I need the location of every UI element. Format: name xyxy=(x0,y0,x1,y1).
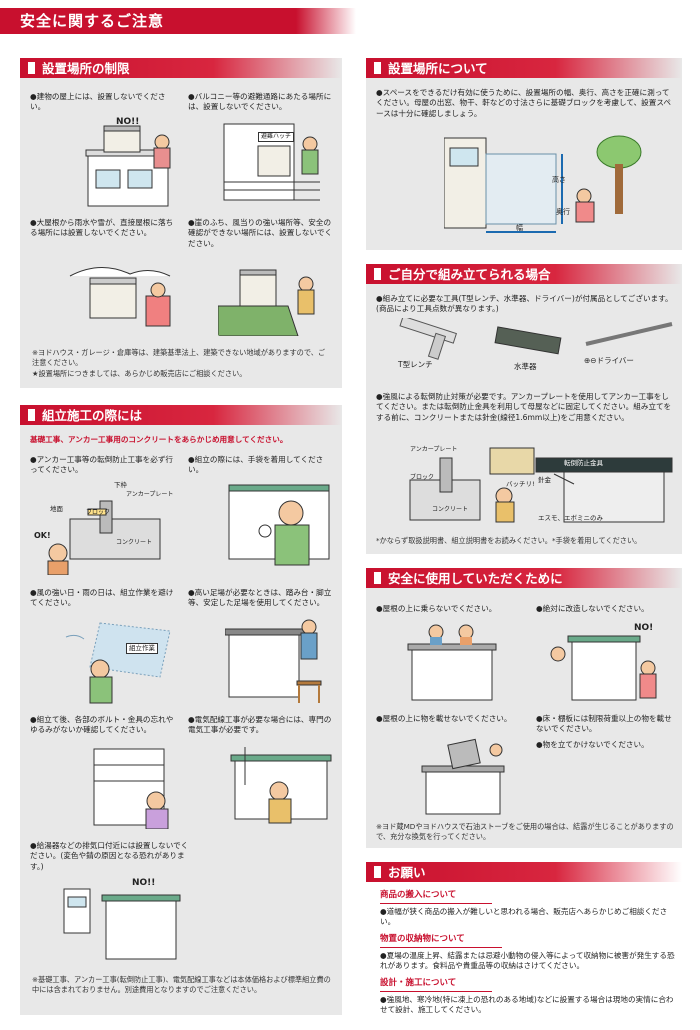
illustration-anchor: 下枠 アンカープレート 地面 ブロック コンクリート OK! xyxy=(30,479,180,575)
request-design-title: 設計・施工について xyxy=(380,978,457,988)
label-wire: 針金 xyxy=(538,476,551,484)
illustration-electrical xyxy=(225,745,337,829)
no-callout-modify: NO! xyxy=(634,623,654,633)
illustration-gloves xyxy=(225,479,333,575)
illustration-rooftop: NO!! xyxy=(78,116,188,208)
no-callout: NO!! xyxy=(116,117,140,127)
item-no-roof: ●屋根の上に乗らないでください。 xyxy=(376,604,497,613)
section-installation-space: 設置場所について ●スペースをできるだけ有効に使うために、設置場所の幅、奥行、高… xyxy=(366,58,682,250)
illustration-bolts xyxy=(90,745,180,829)
tool-level: 水準器 xyxy=(514,362,537,371)
item-balcony: ●バルコニー等の避難通路にあたる場所には、設置しないでください。 xyxy=(188,92,332,112)
illustration-no-modify: NO! xyxy=(548,620,668,704)
section-title: 安全に使用していただくために xyxy=(388,571,563,586)
assembly-work-sign: 組立作業 xyxy=(126,643,158,654)
item-no-lean: ●物を立てかけないでください。 xyxy=(536,740,649,749)
request-delivery-body: ●道幅が狭く商品の搬入が難しいと思われる場合、販売店へあらかじめご相談ください。 xyxy=(380,907,668,927)
section-header: 組立施工の際には xyxy=(20,405,342,425)
illustration-wind: 組立作業 xyxy=(60,617,180,705)
page-title: 安全に関するご注意 xyxy=(20,12,165,30)
item-no-load-roof: ●屋根の上に物を載せないでください。 xyxy=(376,714,512,723)
request-design-body: ●強風地、寒冷地(特に凍上の恐れのある地域)などに設置する場合は現地の実情に合わ… xyxy=(380,995,674,1015)
section-header: お願い xyxy=(366,862,682,882)
illustration-no-roof xyxy=(388,620,518,704)
anchor-description: ●強風による転倒防止対策が必要です。アンカープレートを使用してアンカー工事をして… xyxy=(376,392,672,422)
label-lower-frame: 下枠 xyxy=(114,481,127,489)
request-storage-body: ●夏場の温度上昇、結露または忌避小動物の侵入等によって収納物に被害が発生する恐れ… xyxy=(380,951,675,971)
item-eaves: ●大屋根から雨水や雪が、直接屋根に落ちる場所には設置しないでください。 xyxy=(30,218,174,238)
item-anchor: ●アンカー工事等の転倒防止工事を必ず行ってください。 xyxy=(30,455,174,475)
note-extra-cost: ※基礎工事、アンカー工事(転倒防止工事)、電気配線工事などは本体価格および標準組… xyxy=(32,975,331,995)
section-installation-restrictions: 設置場所の制限 ●建物の屋上には、設置しないでください。 ●バルコニー等の避難通… xyxy=(20,58,342,388)
illustration-eaves xyxy=(60,256,180,336)
label-ground: 地面 xyxy=(50,505,63,513)
depth-label: 奥行 xyxy=(556,208,570,216)
note-consult-dealer: ★設置場所につきましては、あらかじめ販売店にご相談ください。 xyxy=(32,369,247,378)
request-delivery-title: 商品の搬入について xyxy=(380,890,457,900)
label-anchor-plate: アンカープレート xyxy=(126,491,174,498)
height-label: 高さ xyxy=(552,176,566,184)
illustration-anchor-plate: アンカープレート ブロック コンクリート バッチリ! xyxy=(406,444,536,524)
illustration-no-load xyxy=(406,736,516,816)
label-block-2: ブロック xyxy=(410,474,435,481)
label-esumo-only: エスモ、エボミニのみ xyxy=(538,514,603,522)
section-requests: お願い 商品の搬入について ●道幅が狭く商品の搬入が難しいと思われる場合、販売店… xyxy=(366,862,682,1018)
tools-description: ●組み立てに必要な工具(T型レンチ、水準器、ドライバー)が付属品としてございます… xyxy=(376,294,673,314)
note-building-code: ※ヨドハウス・ガレージ・倉庫等は、建築基準法上、建築できない地域がありますので、… xyxy=(32,348,326,368)
label-concrete: コンクリート xyxy=(116,539,153,546)
item-scaffold: ●高い足場が必要なときは、踏み台・脚立等、安定した足場を使用してください。 xyxy=(188,588,332,608)
section-title: ご自分で組み立てられる場合 xyxy=(388,267,551,282)
item-water-heater: ●給湯器などの排気口付近には設置しないでください。(変色や錆の原因となる恐れがあ… xyxy=(30,841,189,871)
space-instructions: ●スペースをできるだけ有効に使うために、設置場所の幅、奥行、高さを正確に測ってく… xyxy=(376,88,672,118)
illustration-balcony: 避難ハッチ xyxy=(220,116,330,208)
item-gloves: ●組立の際には、手袋を着用してください。 xyxy=(188,455,324,475)
label-concrete-2: コンクリート xyxy=(432,506,469,513)
section-safe-use: 安全に使用していただくために ●屋根の上に乗らないでください。 ●絶対に改造しな… xyxy=(366,568,682,848)
perfect-callout: バッチリ! xyxy=(506,480,535,488)
item-rooftop: ●建物の屋上には、設置しないでください。 xyxy=(30,92,166,112)
width-label: 幅 xyxy=(516,224,523,232)
item-wind-rain: ●風の強い日・雨の日は、組立作業を避けてください。 xyxy=(30,588,174,608)
section-header: ご自分で組み立てられる場合 xyxy=(366,264,682,284)
label-anchor-plate-2: アンカープレート xyxy=(410,446,458,453)
item-load-limit: ●床・棚板には制限荷重以上の物を載せないでください。 xyxy=(536,714,672,734)
illustration-cliff xyxy=(218,256,330,336)
label-fall-bracket: 転倒防止金具 xyxy=(564,459,603,467)
section-header: 安全に使用していただくために xyxy=(366,568,682,588)
section-title: 設置場所の制限 xyxy=(42,61,130,76)
page-header-bar xyxy=(0,8,356,34)
section-assembly-precautions: 組立施工の際には 基礎工事、アンカー工事用のコンクリートをあらかじめ用意してくだ… xyxy=(20,405,342,1015)
section-header: 設置場所について xyxy=(366,58,682,78)
illustration-tools: T型レンチ 水準器 ⊕⊖ドライバー xyxy=(386,318,676,376)
illustration-water-heater: NO!! xyxy=(60,875,190,965)
manual-note: *かならず取扱説明書、組立説明書をお読みください。*手袋を着用してください。 xyxy=(376,536,642,545)
page-header: 安全に関するご注意 xyxy=(0,0,700,44)
item-cliff: ●崖のふち、風当りの強い場所等、安全の確認ができない場所には、設置しないでくださ… xyxy=(188,218,333,248)
item-bolts: ●組立て後、各部のボルト・金具の忘れやゆるみがないか確認してください。 xyxy=(30,715,174,735)
tool-t-wrench: T型レンチ xyxy=(398,360,433,369)
section-title: 設置場所について xyxy=(388,61,488,76)
item-no-modify: ●絶対に改造しないでください。 xyxy=(536,604,649,613)
request-storage-title: 物置の収納物について xyxy=(380,934,465,944)
illustration-space: 高さ 奥行 幅 xyxy=(444,134,644,244)
item-electrical: ●電気配線工事が必要な場合には、専門の電気工事が必要です。 xyxy=(188,715,332,735)
ok-callout: OK! xyxy=(34,531,51,540)
section-header: 設置場所の制限 xyxy=(20,58,342,78)
illustration-fall-bracket: 転倒防止金具 針金 エスモ、エボミニのみ xyxy=(534,444,674,528)
section-self-assembly: ご自分で組み立てられる場合 ●組み立てに必要な工具(T型レンチ、水準器、ドライバ… xyxy=(366,264,682,554)
illustration-scaffold xyxy=(225,617,337,705)
concrete-notice: 基礎工事、アンカー工事用のコンクリートをあらかじめ用意してください。 xyxy=(30,435,288,444)
tool-screwdriver: ⊕⊖ドライバー xyxy=(584,356,634,365)
no-callout-heater: NO!! xyxy=(132,878,156,888)
evacuation-hatch-label: 避難ハッチ xyxy=(258,132,295,143)
section-title: 組立施工の際には xyxy=(42,408,143,423)
label-block: ブロック xyxy=(86,509,111,516)
section-title: お願い xyxy=(388,865,426,880)
stove-note: ※ヨド蔵MDやヨドハウスで石油ストーブをご使用の場合は、結露が生じることがありま… xyxy=(376,822,674,842)
